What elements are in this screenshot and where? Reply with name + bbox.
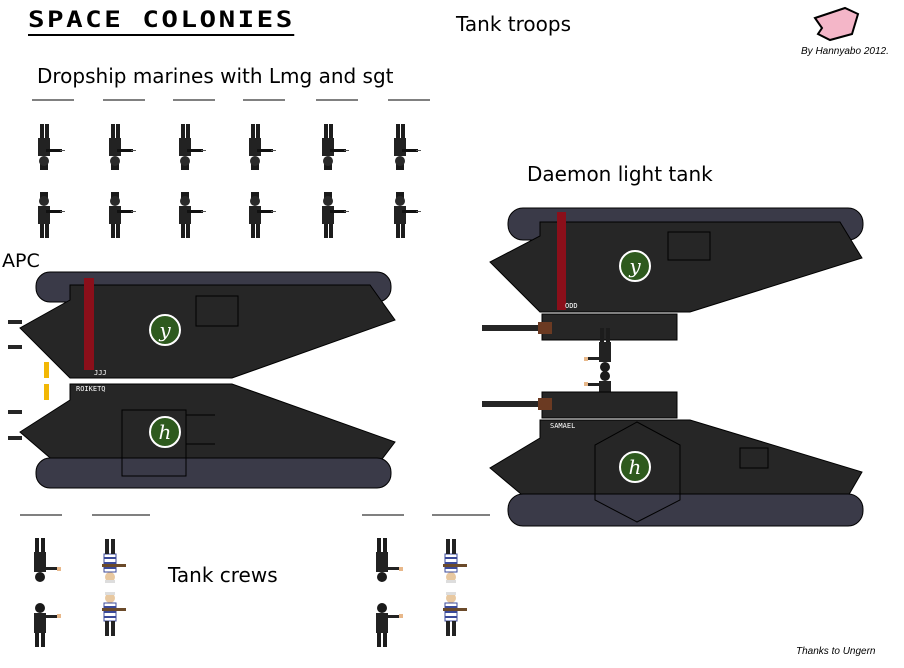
thanks-text: Thanks to Ungern — [796, 646, 876, 657]
daemon-heading: Daemon light tank — [527, 162, 713, 186]
daemon-bottom-sprite: h SAMAEL — [482, 371, 864, 527]
daemon-bottom-plate: SAMAEL — [550, 422, 575, 430]
apc-top-emblem: y — [158, 318, 171, 342]
daemon-top-emblem: y — [628, 254, 641, 278]
apc-top-sprite: y JJJ — [8, 271, 396, 379]
apc-top-plate: JJJ — [94, 369, 107, 377]
tank-crews — [20, 514, 490, 647]
daemon-top-plate: ODD — [565, 302, 578, 310]
page-title: Tank troops — [456, 12, 571, 36]
daemon-bottom-emblem: h — [629, 455, 642, 479]
apc-bottom-plate: ROIKETQ — [76, 385, 106, 393]
hannyabo-logo-icon — [813, 6, 860, 42]
apc-bottom-sprite: h ROIKETQ — [8, 383, 396, 489]
logo-text: SPACE COLONIES — [28, 10, 295, 36]
apc-heading: APC — [2, 250, 40, 272]
apc-bottom-emblem: h — [159, 420, 172, 444]
marines-row — [32, 99, 430, 238]
credit-text: By Hannyabo 2012. — [801, 46, 889, 57]
marines-heading: Dropship marines with Lmg and sgt — [37, 64, 394, 88]
crews-heading: Tank crews — [168, 563, 278, 587]
daemon-top-sprite: y ODD — [482, 207, 864, 372]
